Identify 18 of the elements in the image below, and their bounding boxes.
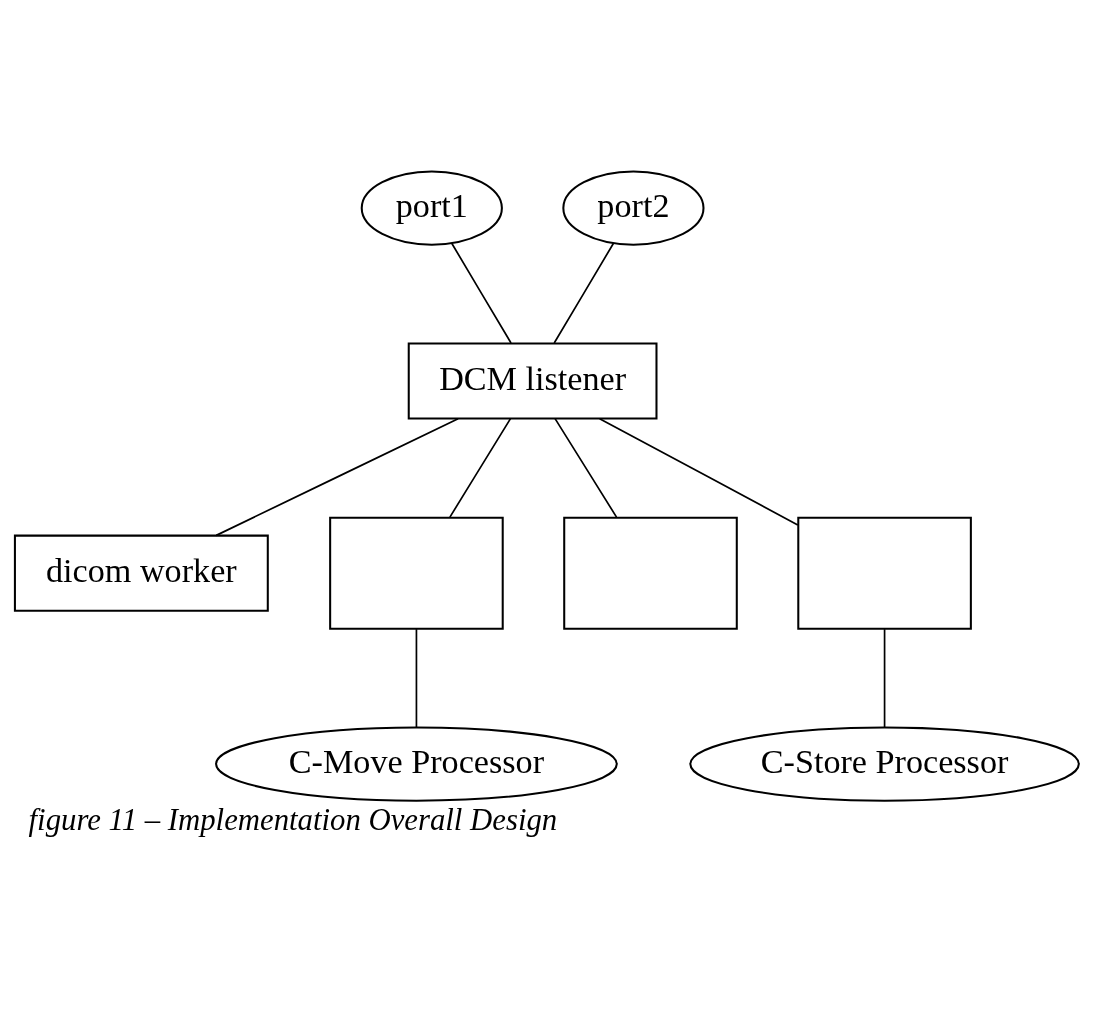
node-ellipse: port1	[360, 169, 503, 246]
node-box: dicom worker	[13, 534, 269, 612]
connector	[883, 627, 886, 729]
connector	[450, 241, 512, 344]
node-ellipse: C-Move Processor	[215, 725, 618, 802]
connector	[553, 241, 615, 344]
node-box	[563, 516, 738, 630]
caption: figure 11 – Implementation Overall Design	[28, 802, 558, 837]
connector	[598, 417, 799, 526]
node-ellipse: port2	[562, 169, 705, 246]
connector	[554, 417, 618, 518]
node-box	[329, 516, 504, 630]
node-box	[797, 516, 972, 630]
connector	[449, 417, 512, 518]
node-box: DCM listener	[407, 341, 658, 420]
connector	[215, 417, 459, 536]
node-ellipse: C-Store Processor	[689, 725, 1080, 802]
connector	[415, 627, 418, 729]
